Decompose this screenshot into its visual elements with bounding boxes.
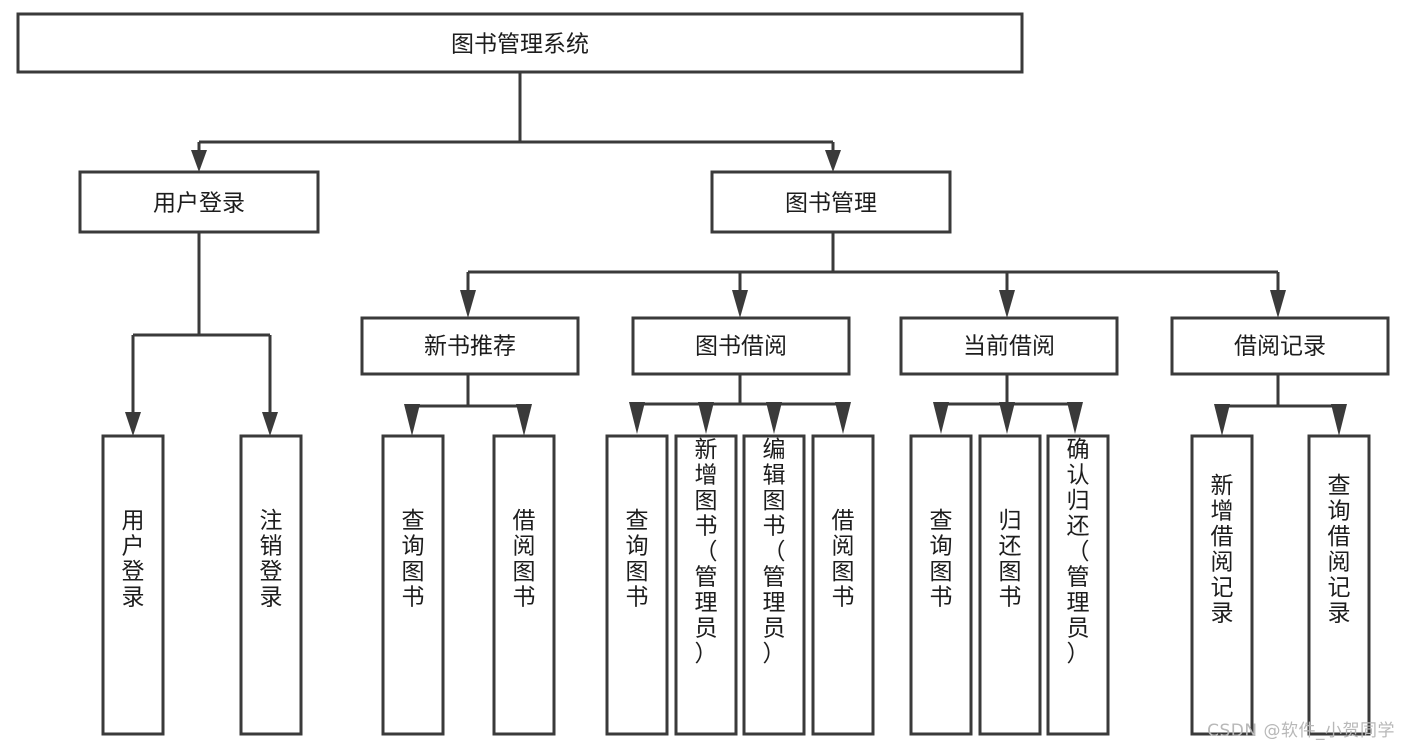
arrow-to-leaf-query-book-2 xyxy=(629,402,645,434)
arrow-to-borrow-record xyxy=(1270,290,1286,318)
node-borrow-record[interactable]: 借阅记录 xyxy=(1170,316,1390,376)
leaf-query-book-2-label: 查询图书 xyxy=(626,508,649,611)
leaf-query-book-2-box[interactable] xyxy=(605,434,669,736)
leaf-query-record-label: 查询借阅记录 xyxy=(1328,473,1351,627)
leaf-node-query-book-borrow[interactable]: 查询图书 xyxy=(605,434,669,736)
node-user-login-box[interactable] xyxy=(78,170,320,234)
leaf-user-login-box[interactable] xyxy=(101,434,165,736)
leaf-node-user-login[interactable]: 用户登录 xyxy=(101,434,165,736)
node-user-login-label: 用户登录 xyxy=(153,191,245,217)
leaf-user-login-label: 用户登录 xyxy=(122,508,145,611)
leaf-node-borrow-book[interactable]: 借阅图书 xyxy=(811,434,875,736)
leaf-add-record-box[interactable] xyxy=(1190,434,1254,736)
edges-new-book-to-leaves xyxy=(404,374,532,436)
leaf-borrow-book-2-box[interactable] xyxy=(811,434,875,736)
arrow-to-leaf-edit-book xyxy=(766,402,782,434)
arrow-to-leaf-add-book xyxy=(698,402,714,434)
leaf-query-book-1-label: 查询图书 xyxy=(402,508,425,611)
leaf-node-logout[interactable]: 注销登录 xyxy=(239,434,303,736)
arrow-root-to-user-login xyxy=(191,150,207,172)
arrow-to-leaf-query-book-3 xyxy=(933,402,949,434)
leaf-node-query-book-current[interactable]: 查询图书 xyxy=(909,434,973,736)
leaf-borrow-book-1-label: 借阅图书 xyxy=(513,508,536,611)
node-book-borrow-label: 图书借阅 xyxy=(695,334,787,360)
leaf-borrow-book-2-label: 借阅图书 xyxy=(832,508,855,611)
leaf-node-query-book-recommend[interactable]: 查询图书 xyxy=(381,434,445,736)
leaf-add-book-box[interactable] xyxy=(674,434,738,736)
leaf-confirm-return-label: 确认归还（管理员） xyxy=(1067,437,1090,667)
node-current-borrow[interactable]: 当前借阅 xyxy=(899,316,1119,376)
leaf-confirm-return-box[interactable] xyxy=(1046,434,1110,736)
node-new-book-recommend[interactable]: 新书推荐 xyxy=(360,316,580,376)
leaf-return-book-box[interactable] xyxy=(978,434,1042,736)
edges-user-login-to-leaves xyxy=(125,232,278,436)
node-book-management-box[interactable] xyxy=(710,170,952,234)
leaf-query-book-1-box[interactable] xyxy=(381,434,445,736)
node-new-book-recommend-box[interactable] xyxy=(360,316,580,376)
arrow-to-book-borrow xyxy=(732,290,748,318)
node-borrow-record-box[interactable] xyxy=(1170,316,1390,376)
arrow-to-current-borrow xyxy=(999,290,1015,318)
arrow-to-leaf-confirm-return xyxy=(1067,402,1083,434)
node-root-box[interactable] xyxy=(16,12,1024,74)
leaf-node-confirm-return[interactable]: 确认归还（管理员） xyxy=(1046,434,1110,736)
leaf-query-book-3-label: 查询图书 xyxy=(930,508,953,611)
node-user-login[interactable]: 用户登录 xyxy=(78,170,320,234)
leaf-add-book-label: 新增图书（管理员） xyxy=(695,437,718,667)
leaf-edit-book-label: 编辑图书（管理员） xyxy=(763,437,786,667)
leaf-logout-label: 注销登录 xyxy=(260,508,283,611)
arrow-root-to-book-mgmt xyxy=(825,150,841,172)
leaf-node-return-book[interactable]: 归还图书 xyxy=(978,434,1042,736)
leaf-edit-book-box[interactable] xyxy=(742,434,806,736)
node-book-borrow-box[interactable] xyxy=(631,316,851,376)
edges-borrow-record-to-leaves xyxy=(1214,374,1347,436)
watermark-text: CSDN @软件_小贺同学 xyxy=(1207,721,1395,741)
leaf-borrow-book-1-box[interactable] xyxy=(492,434,556,736)
node-book-management[interactable]: 图书管理 xyxy=(710,170,952,234)
node-book-borrow[interactable]: 图书借阅 xyxy=(631,316,851,376)
arrow-to-leaf-add-record xyxy=(1214,404,1230,436)
arrow-to-leaf-user-login xyxy=(125,412,141,436)
node-new-book-recommend-label: 新书推荐 xyxy=(424,334,516,360)
node-root-system[interactable]: 图书管理系统 xyxy=(16,12,1024,74)
edges-root-to-level2 xyxy=(191,72,841,172)
leaf-node-add-book[interactable]: 新增图书（管理员） xyxy=(674,434,738,736)
leaf-node-add-borrow-record[interactable]: 新增借阅记录 xyxy=(1190,434,1254,736)
arrow-to-leaf-logout xyxy=(262,412,278,436)
edges-book-borrow-to-leaves xyxy=(629,374,851,434)
arrow-to-leaf-borrow-book-2 xyxy=(835,402,851,434)
edges-book-mgmt-to-level3 xyxy=(460,232,1286,318)
arrow-to-leaf-query-book-1 xyxy=(404,404,420,436)
node-borrow-record-label: 借阅记录 xyxy=(1234,334,1326,360)
leaf-query-book-3-box[interactable] xyxy=(909,434,973,736)
leaf-node-query-borrow-record[interactable]: 查询借阅记录 xyxy=(1307,434,1371,736)
leaf-node-edit-book[interactable]: 编辑图书（管理员） xyxy=(742,434,806,736)
leaf-add-record-label: 新增借阅记录 xyxy=(1211,473,1234,627)
leaf-return-book-label: 归还图书 xyxy=(999,508,1022,611)
arrow-to-leaf-return-book xyxy=(999,402,1015,434)
edges-current-borrow-to-leaves xyxy=(933,374,1083,434)
node-current-borrow-label: 当前借阅 xyxy=(963,334,1055,360)
arrow-to-leaf-borrow-book-1 xyxy=(516,404,532,436)
leaf-query-record-box[interactable] xyxy=(1307,434,1371,736)
leaf-node-borrow-book-recommend[interactable]: 借阅图书 xyxy=(492,434,556,736)
node-book-management-label: 图书管理 xyxy=(785,191,877,217)
node-root-label: 图书管理系统 xyxy=(451,32,589,58)
arrow-to-leaf-query-record xyxy=(1331,404,1347,436)
node-current-borrow-box[interactable] xyxy=(899,316,1119,376)
arrow-to-new-book xyxy=(460,290,476,318)
leaf-logout-box[interactable] xyxy=(239,434,303,736)
